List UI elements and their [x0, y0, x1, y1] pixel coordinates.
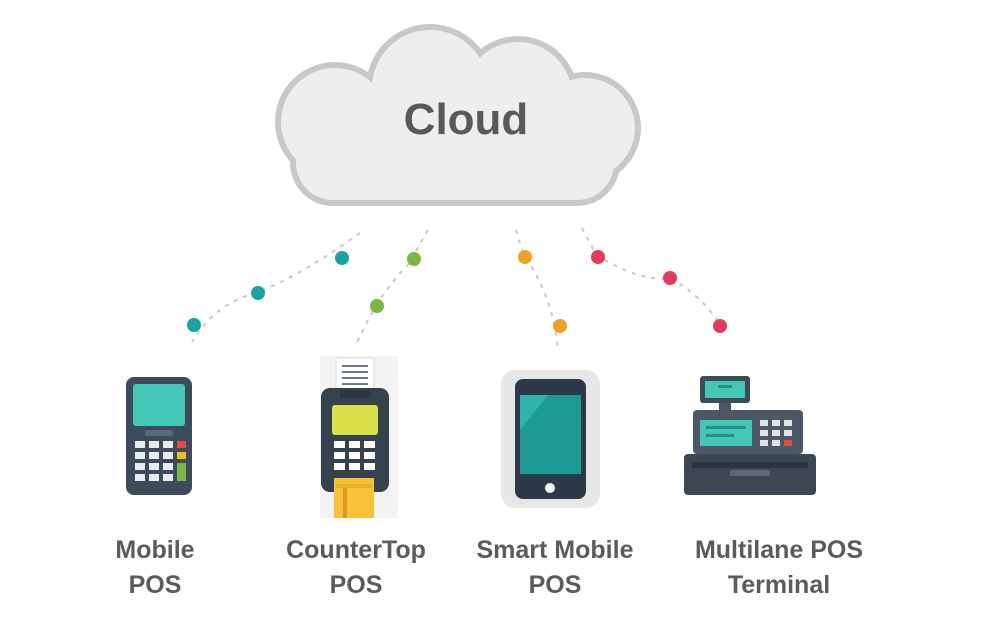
smart-mobile-pos-label-line1: Smart Mobile — [476, 536, 634, 564]
multilane-pos-terminal-label-line1: Multilane POS — [694, 536, 864, 564]
connector-orange — [515, 229, 559, 351]
smart-mobile-pos-label: Smart Mobile POS — [460, 533, 650, 603]
connector-teal — [191, 232, 361, 343]
countertop-pos-label: CounterTop POS — [272, 533, 440, 603]
mobile-pos-icon — [126, 377, 192, 495]
mobile-pos-label-line1: Mobile — [115, 536, 195, 564]
smartphone-icon — [501, 370, 600, 508]
cloud-icon: Cloud — [275, 24, 641, 206]
mobile-pos-label-line2: POS — [128, 571, 182, 599]
connector-dots-red — [591, 250, 727, 333]
countertop-pos-label-line2: POS — [329, 571, 383, 599]
cloud-label: Cloud — [404, 95, 529, 144]
countertop-pos-label-line1: CounterTop — [286, 536, 426, 564]
connector-dots-orange — [518, 250, 567, 333]
connector-green — [355, 229, 429, 346]
multilane-pos-terminal-label: Multilane POS Terminal — [676, 533, 882, 603]
countertop-pos-icon — [320, 356, 398, 518]
cash-register-icon — [684, 376, 816, 495]
connector-dots-green — [370, 252, 421, 313]
connector-red — [581, 227, 723, 329]
connector-dots-teal — [187, 251, 349, 332]
smart-mobile-pos-label-line2: POS — [528, 571, 582, 599]
mobile-pos-label: Mobile POS — [92, 533, 218, 603]
multilane-pos-terminal-label-line2: Terminal — [727, 571, 831, 599]
